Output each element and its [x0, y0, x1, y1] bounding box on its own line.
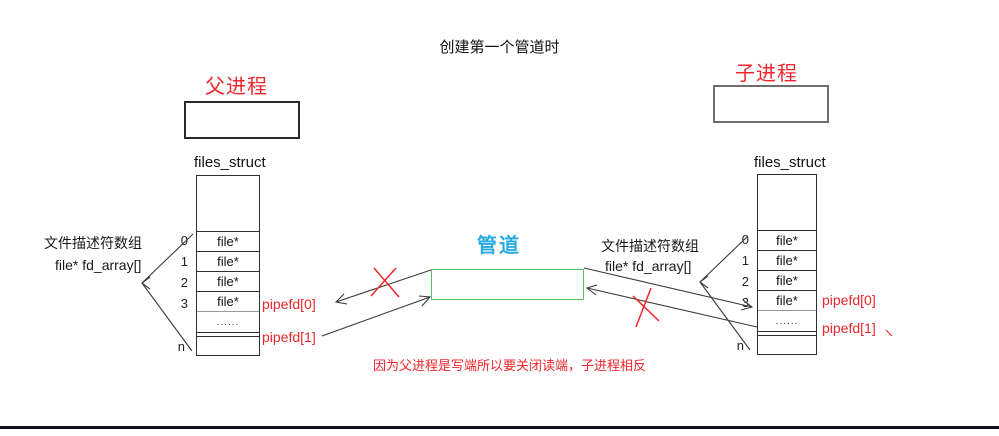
parent-fd-table: file* file* file* file* ......: [196, 175, 260, 356]
child-fd-cell-ellipsis: ......: [758, 310, 816, 331]
parent-process-box: [184, 101, 300, 139]
parent-index-0: 0: [180, 233, 188, 248]
parent-fd-array-label: file* fd_array[]: [55, 257, 142, 273]
parent-fd-group-label: 文件描述符数组: [44, 235, 142, 251]
child-index-1: 1: [741, 253, 749, 268]
child-fd-array-label: file* fd_array[]: [605, 258, 692, 274]
parent-files-struct-title: files_struct: [194, 154, 266, 171]
child-table-empty-cell: [758, 175, 816, 230]
pipefd1-tick-mark: [885, 329, 893, 337]
child-fd-cell-0: file*: [758, 230, 816, 250]
parent-fd-cell-2: file*: [197, 271, 259, 291]
parent-index-2: 2: [180, 275, 188, 290]
explanation-note: 因为父进程是写端所以要关闭读端，子进程相反: [373, 358, 647, 373]
parent-read-arrow: [334, 269, 432, 305]
child-write-cross-icon: [632, 287, 660, 328]
child-pipefd1-label: pipefd[1]: [822, 320, 876, 336]
bottom-divider-line: [0, 426, 999, 429]
child-pipefd0-label: pipefd[0]: [822, 292, 876, 308]
child-read-arrow: [583, 267, 754, 311]
pipe-label: 管道: [477, 235, 521, 257]
child-fd-group-label: 文件描述符数组: [601, 238, 699, 254]
parent-read-cross-icon: [370, 267, 400, 298]
child-files-struct-title: files_struct: [754, 154, 826, 171]
parent-table-thin-cell: [197, 332, 259, 336]
parent-index-1: 1: [180, 254, 188, 269]
child-fd-cell-2: file*: [758, 270, 816, 290]
parent-fd-cell-3: file*: [197, 291, 259, 311]
child-table-last-cell: [758, 335, 816, 354]
parent-pipefd1-label: pipefd[1]: [262, 329, 316, 345]
child-index-2: 2: [741, 274, 749, 289]
child-write-arrow: [585, 284, 758, 328]
parent-fd-cell-0: file*: [197, 231, 259, 251]
parent-table-empty-cell: [197, 176, 259, 231]
child-index-0: 0: [741, 232, 749, 247]
child-process-label: 子进程: [735, 63, 798, 85]
parent-fd-bracket: [141, 233, 194, 352]
parent-index-n: n: [177, 339, 185, 354]
parent-pipefd0-label: pipefd[0]: [262, 296, 316, 312]
parent-process-label: 父进程: [205, 76, 268, 98]
parent-table-last-cell: [197, 336, 259, 355]
child-fd-cell-1: file*: [758, 250, 816, 270]
parent-write-arrow: [321, 295, 432, 337]
parent-fd-cell-1: file*: [197, 251, 259, 271]
diagram-title: 创建第一个管道时: [439, 39, 560, 56]
child-fd-table: file* file* file* file* ......: [757, 174, 817, 355]
parent-fd-cell-ellipsis: ......: [197, 311, 259, 332]
child-fd-cell-3: file*: [758, 290, 816, 310]
pipe-box: [431, 269, 584, 300]
child-index-3: 3: [741, 295, 749, 310]
parent-index-3: 3: [180, 296, 188, 311]
child-index-n: n: [736, 338, 744, 353]
child-process-box: [713, 85, 829, 123]
child-table-thin-cell: [758, 331, 816, 335]
